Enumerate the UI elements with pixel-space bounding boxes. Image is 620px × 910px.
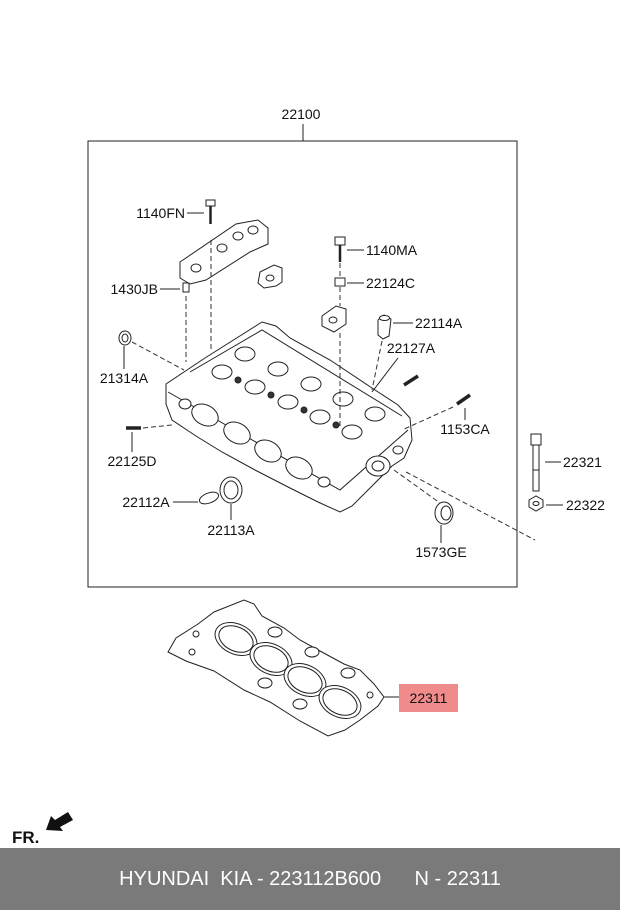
callout-22322: 22322 xyxy=(566,497,605,513)
cam-journal xyxy=(244,379,266,395)
cam-journal xyxy=(234,346,256,362)
spark-plug-hole xyxy=(267,391,275,399)
bracket-hole xyxy=(232,231,244,241)
ring-inner xyxy=(223,480,239,500)
direction-label: FR. xyxy=(12,828,39,847)
cam-cap-hole xyxy=(265,274,275,282)
cam-journal xyxy=(300,376,322,392)
washer-22124c xyxy=(334,277,346,287)
callout-1430jb: 1430JB xyxy=(111,281,158,297)
gasket-bore-ring xyxy=(287,666,323,694)
bracket-hole xyxy=(190,263,202,273)
spark-plug-hole xyxy=(300,406,308,414)
gasket-bore-ring xyxy=(253,645,289,673)
bolt-1140fn xyxy=(205,199,216,224)
bolt-head xyxy=(205,199,216,207)
gasket-water-hole xyxy=(292,698,308,710)
stud-22127a xyxy=(403,374,419,387)
dashed-guide xyxy=(401,406,454,431)
gasket-bore-ring xyxy=(322,688,358,716)
callout-22114a: 22114A xyxy=(415,315,463,331)
cam-cap-bracket xyxy=(179,219,269,285)
dashed-guide xyxy=(393,469,441,504)
callout-22127a: 22127A xyxy=(387,340,436,356)
head-gasket xyxy=(167,599,385,737)
leader-22127a xyxy=(371,357,399,393)
bolt-head xyxy=(334,236,346,246)
head-top-edge xyxy=(189,329,403,417)
footer-text: HYUNDAI KIA - 223112B600 N - 22311 xyxy=(119,867,501,890)
gasket-water-hole xyxy=(267,626,283,638)
gasket-water-hole xyxy=(257,677,273,689)
tube-22114a xyxy=(377,314,392,340)
assembly-label: 22100 xyxy=(282,106,321,122)
cap-inner xyxy=(440,505,452,521)
callout-22311: 22311 xyxy=(410,690,448,706)
callout-1140ma: 1140MA xyxy=(366,242,418,258)
bolt-head xyxy=(530,433,542,446)
port-3 xyxy=(254,439,282,463)
spark-plug-hole xyxy=(332,421,340,429)
spark-plug-hole xyxy=(234,376,242,384)
port-bolt-hole xyxy=(317,476,331,488)
dashed-guide xyxy=(142,424,173,429)
fr-arrow-icon xyxy=(46,812,73,831)
parts-diagram: 22100 1140FN xyxy=(12,106,605,847)
cam-cap-hole xyxy=(328,316,338,324)
callout-1573ge: 1573GE xyxy=(415,544,466,560)
assembly-frame xyxy=(87,140,518,588)
bolt-1140ma xyxy=(334,236,346,262)
dowel-pin-1430jb xyxy=(182,282,190,293)
callout-22112a: 22112A xyxy=(122,494,170,510)
cam-journal xyxy=(332,391,354,407)
callout-22113a: 22113A xyxy=(207,522,255,538)
gasket-water-hole xyxy=(304,646,320,658)
port-4 xyxy=(285,456,313,480)
gasket-bore-ring xyxy=(218,625,254,653)
dashed-guide xyxy=(371,340,383,391)
ring-22112a xyxy=(198,491,220,505)
port-2 xyxy=(223,421,251,445)
washer-hole xyxy=(532,501,540,506)
callout-22321: 22321 xyxy=(563,454,602,470)
dashed-guide xyxy=(405,471,536,541)
callout-1153ca: 1153CA xyxy=(440,421,490,437)
footer-bar: HYUNDAI KIA - 223112B600 N - 22311 xyxy=(0,848,620,910)
cam-journal xyxy=(364,406,386,422)
timing-end-hole xyxy=(392,445,404,455)
seal-inner xyxy=(121,333,129,343)
cam-journal xyxy=(277,394,299,410)
gasket-bolt-hole xyxy=(192,630,200,638)
head-bolt-22321 xyxy=(530,433,542,492)
callout-1140fn: 1140FN xyxy=(136,205,185,221)
gasket-water-hole xyxy=(340,667,356,679)
stud-1153ca xyxy=(456,393,471,406)
tube-end xyxy=(379,315,390,321)
bracket-hole xyxy=(247,225,259,235)
port-bolt-hole xyxy=(178,398,192,410)
timing-end-bore-inner xyxy=(371,460,385,472)
cam-journal xyxy=(309,409,331,425)
gasket-highlight-box xyxy=(399,684,458,712)
cam-journal xyxy=(341,424,363,440)
gasket-bolt-hole xyxy=(366,691,374,699)
port-1 xyxy=(191,403,219,427)
gasket-bolt-hole xyxy=(188,648,196,656)
cam-journal xyxy=(211,364,233,380)
bracket-hole xyxy=(216,243,228,253)
callout-22125d: 22125D xyxy=(107,453,156,469)
cylinder-head xyxy=(165,321,413,513)
bolt-shaft xyxy=(532,444,540,492)
dashed-guide xyxy=(131,341,185,371)
cam-journal xyxy=(267,361,289,377)
callout-21314a: 21314A xyxy=(100,370,149,386)
callout-22124c: 22124C xyxy=(366,275,415,291)
